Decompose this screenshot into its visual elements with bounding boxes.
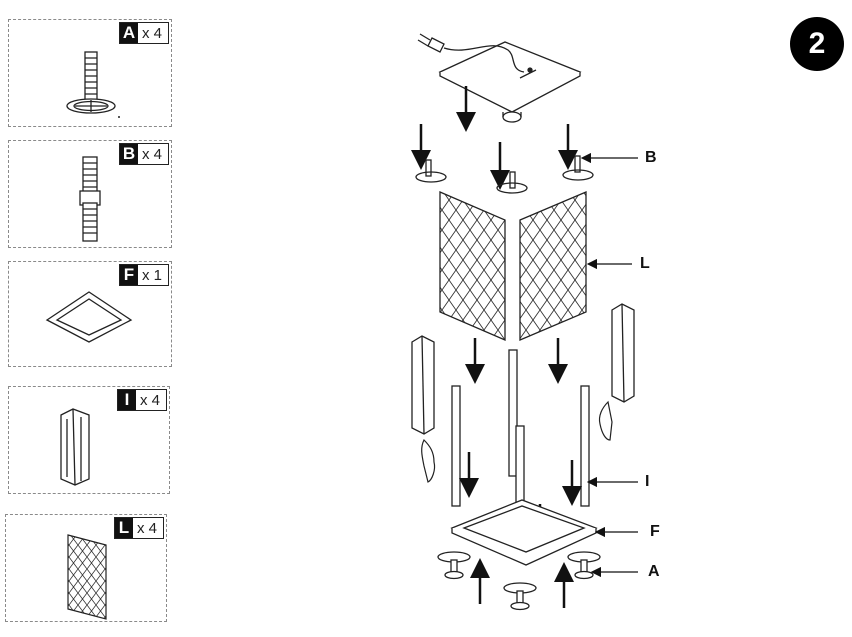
part-card-b: B x 4 <box>8 140 172 248</box>
part-card-l: L x 4 <box>5 514 167 622</box>
part-quantity: x 4 <box>141 145 162 163</box>
connector-b-middle <box>490 142 528 194</box>
part-tag-f: F x 1 <box>118 264 169 286</box>
part-card-a: A x 4 <box>8 19 172 127</box>
callout-f: F <box>650 523 660 540</box>
foot-a-right <box>567 551 601 580</box>
connector-b-left <box>411 124 447 183</box>
part-quantity: x 4 <box>136 519 157 537</box>
top-cap <box>417 33 582 123</box>
corner-post-right-upper <box>611 303 635 403</box>
part-tag-b: B x 4 <box>118 143 169 165</box>
callout-l: L <box>640 255 650 272</box>
connector-b-right <box>558 124 594 181</box>
part-letter: F <box>119 265 138 285</box>
corner-post-left-upper <box>411 335 435 435</box>
part-quantity: x 1 <box>141 266 162 284</box>
part-letter: B <box>119 144 138 164</box>
base-frame <box>450 499 598 566</box>
foot-a-front <box>503 582 537 611</box>
mesh-panel-right <box>519 191 587 341</box>
part-tag-i: I x 4 <box>116 389 167 411</box>
callout-a: A <box>648 563 660 580</box>
mesh-panel-icon <box>67 534 107 620</box>
rod-left <box>451 385 461 507</box>
part-quantity: x 4 <box>141 24 162 42</box>
part-tag-l: L x 4 <box>113 517 164 539</box>
assembly-diagram <box>411 33 638 611</box>
part-card-i: I x 4 <box>8 386 170 494</box>
part-letter: L <box>114 518 133 538</box>
part-letter: I <box>117 390 136 410</box>
foot-screw-icon <box>66 51 120 118</box>
square-frame-icon <box>45 291 133 343</box>
connector-rod-icon <box>79 156 101 242</box>
foot-a-left <box>437 551 471 580</box>
rod-back <box>508 349 518 477</box>
part-card-f: F x 1 <box>8 261 172 367</box>
rod-right <box>580 385 590 507</box>
part-letter: A <box>119 23 138 43</box>
hand-left <box>421 438 436 483</box>
part-quantity: x 4 <box>139 391 160 409</box>
step-number-badge: 2 <box>790 17 844 71</box>
callout-b: B <box>645 149 657 166</box>
corner-post-icon <box>60 408 90 486</box>
mesh-panel-left <box>439 191 506 341</box>
hand-right <box>598 400 613 441</box>
part-tag-a: A x 4 <box>118 22 169 44</box>
callout-i: I <box>645 473 650 490</box>
